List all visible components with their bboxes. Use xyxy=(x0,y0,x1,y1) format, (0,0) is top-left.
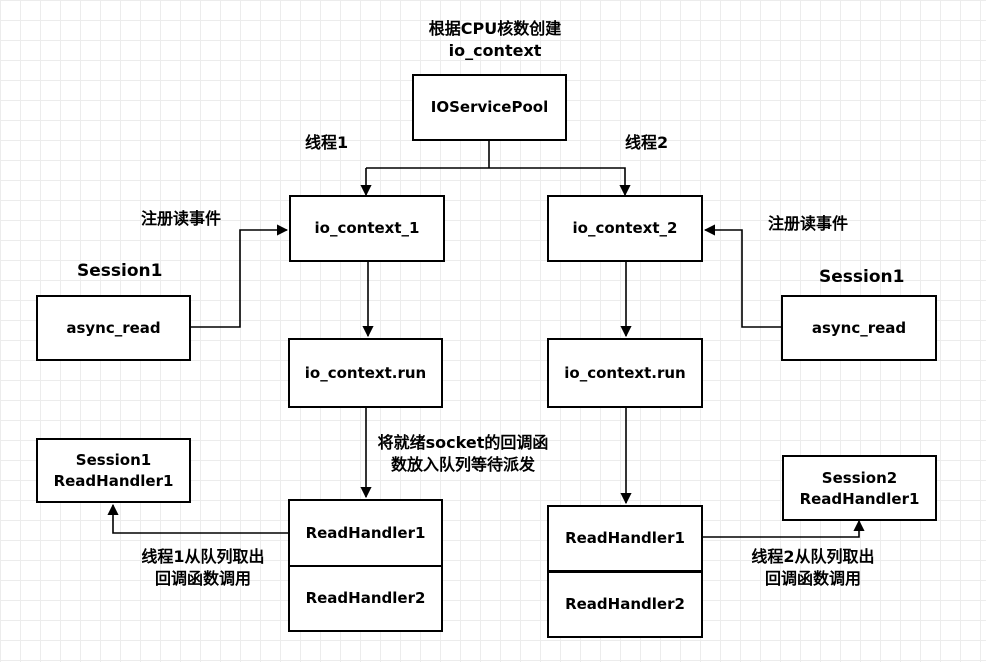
io-context-2-label: io_context_2 xyxy=(572,219,678,237)
readhandler1-box-left: ReadHandler1 xyxy=(288,499,443,567)
register-read-event-right: 注册读事件 xyxy=(768,214,849,233)
session1-label-left: Session1 xyxy=(77,261,163,281)
readhandler2-box-right: ReadHandler2 xyxy=(547,571,703,638)
async-read-label-right: async_read xyxy=(811,318,907,337)
readhandler1-box-right: ReadHandler1 xyxy=(547,505,703,572)
session1-readhandler1-box: Session1 ReadHandler1 xyxy=(36,438,191,503)
async-read-box-left: async_read xyxy=(36,295,191,361)
io-context-2-box: io_context_2 xyxy=(547,195,703,262)
thread2-label: 线程2 xyxy=(625,133,669,152)
thread1-take-note-line-2: 回调函数调用 xyxy=(154,569,251,588)
session1-label-right: Session1 xyxy=(819,267,905,287)
io-context-1-label: io_context_1 xyxy=(314,219,420,237)
ioservicepool-label: IOServicePool xyxy=(430,98,549,116)
title-line-1: 根据CPU核数创建 xyxy=(428,19,562,38)
io-context-run-box-left: io_context.run xyxy=(288,338,443,408)
readhandler1-label-right: ReadHandler1 xyxy=(565,529,685,547)
readhandler2-box-left: ReadHandler2 xyxy=(288,565,443,632)
readhandler2-label-left: ReadHandler2 xyxy=(305,589,426,607)
ioservicepool-box: IOServicePool xyxy=(412,74,567,141)
thread2-take-note-line-1: 线程2从队列取出 xyxy=(751,547,875,566)
arrow-async-read-to-ctx1 xyxy=(191,224,289,328)
arrow-handler-to-session2 xyxy=(703,519,865,538)
arrow-pool-to-ctx2 xyxy=(489,167,631,197)
readhandler1-label-left: ReadHandler1 xyxy=(305,523,426,542)
session1-readhandler1-line-2: ReadHandler1 xyxy=(53,472,174,490)
dispatch-note-line-1: 将就绪socket的回调函 xyxy=(377,433,549,452)
session1-readhandler1-line-1: Session1 xyxy=(75,451,152,469)
async-read-label-left: async_read xyxy=(66,318,161,337)
arrow-handler-to-session1 xyxy=(107,503,288,534)
arrow-pool-to-ctx1 xyxy=(366,167,489,195)
title-line-2: io_context xyxy=(448,41,542,60)
session2-readhandler1-line-2: ReadHandler1 xyxy=(799,490,920,508)
thread1-take-note: 线程1从队列取出 回调函数调用 xyxy=(118,546,288,590)
readhandler2-label-right: ReadHandler2 xyxy=(565,595,685,613)
io-context-run-label-right: io_context.run xyxy=(564,363,686,382)
thread1-take-note-line-1: 线程1从队列取出 xyxy=(141,547,265,566)
io-context-1-box: io_context_1 xyxy=(289,195,445,262)
diagram-title: 根据CPU核数创建 io_context xyxy=(410,18,580,62)
io-context-run-box-right: io_context.run xyxy=(547,338,703,408)
io-context-run-label-left: io_context.run xyxy=(304,363,427,382)
register-read-event-left: 注册读事件 xyxy=(141,209,222,228)
thread1-label: 线程1 xyxy=(305,133,349,152)
async-read-box-right: async_read xyxy=(781,295,937,361)
session2-readhandler1-box: Session2 ReadHandler1 xyxy=(782,455,937,521)
thread2-take-note: 线程2从队列取出 回调函数调用 xyxy=(728,546,898,590)
dispatch-note: 将就绪socket的回调函 数放入队列等待派发 xyxy=(370,432,556,476)
thread2-take-note-line-2: 回调函数调用 xyxy=(764,569,861,588)
arrow-async-read-to-ctx2 xyxy=(703,224,781,328)
session2-readhandler1-line-1: Session2 xyxy=(821,469,898,487)
dispatch-note-line-2: 数放入队列等待派发 xyxy=(390,455,535,474)
